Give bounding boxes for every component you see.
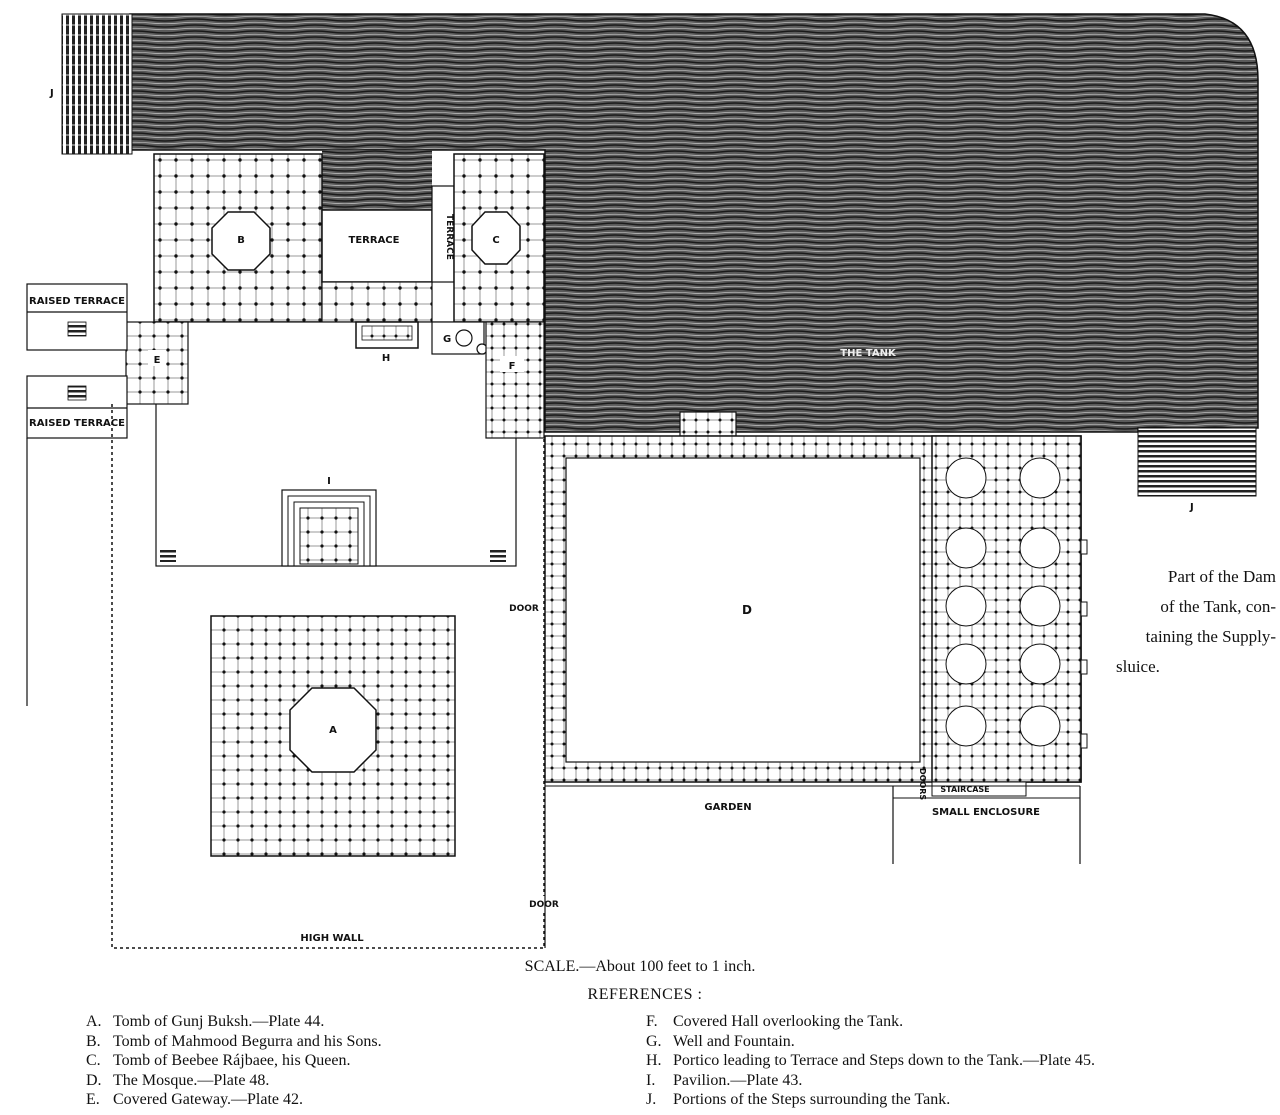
terrace-lower-grid	[321, 281, 433, 323]
dam-note-line-2: of the Tank, con-	[1160, 597, 1276, 616]
mosque-domes	[945, 457, 1061, 747]
label-b: B	[237, 235, 245, 246]
dam-note-line-1: Part of the Dam	[1167, 567, 1276, 586]
ref-e: E.Covered Gateway.—Plate 42.	[86, 1091, 304, 1108]
site-plan: THE TANK J J B TERRACE TERRACE C H G F E…	[26, 13, 1259, 949]
ref-f: F.Covered Hall overlooking the Tank.	[646, 1013, 904, 1030]
tomb-a-chamber	[289, 687, 377, 773]
gateway-e-grid	[125, 321, 189, 405]
ref-d: D.The Mosque.—Plate 48.	[86, 1071, 270, 1089]
label-h: H	[382, 353, 390, 364]
doors-label: DOORS	[918, 768, 927, 800]
raised-terrace-bottom-steps	[67, 385, 87, 401]
mihrab-niches	[1080, 539, 1088, 749]
hall-f-label-bg	[500, 356, 524, 372]
hall-f-grid	[485, 321, 545, 439]
court-steps-left	[160, 550, 176, 562]
well-circle	[455, 329, 473, 347]
dam-note: Part of the Dam of the Tank, con- tainin…	[1098, 562, 1276, 682]
small-enclosure-label: SMALL ENCLOSURE	[932, 807, 1040, 818]
dam-note-line-4: sluice.	[1116, 657, 1160, 676]
ref-b: B.Tomb of Mahmood Begurra and his Sons.	[86, 1032, 382, 1050]
pavilion-grid	[299, 507, 359, 565]
label-g: G	[443, 334, 451, 345]
ref-j: J.Portions of the Steps surrounding the …	[646, 1091, 951, 1108]
terrace-vertical-label: TERRACE	[444, 214, 454, 260]
label-f: F	[509, 361, 516, 372]
scale-caption: SCALE.—About 100 feet to 1 inch.	[524, 958, 756, 975]
steps-j-right	[1137, 427, 1257, 497]
references-right: F.Covered Hall overlooking the Tank. G.W…	[646, 1012, 1095, 1110]
ref-g: G.Well and Fountain.	[646, 1032, 795, 1050]
mosque-colonnade-top	[679, 411, 737, 437]
ref-i: I.Pavilion.—Plate 43.	[646, 1071, 803, 1089]
label-j-top: J	[49, 88, 54, 99]
mosque-courtyard	[565, 457, 921, 763]
ref-c: C.Tomb of Beebee Rájbaee, his Queen.	[86, 1052, 351, 1069]
tomb-c-chamber	[471, 211, 521, 265]
high-wall-outline	[111, 404, 545, 949]
raised-terrace-top-box	[26, 283, 128, 351]
dam-note-line-3: taining the Supply-	[1145, 627, 1276, 646]
raised-terrace-top-label: RAISED TERRACE	[29, 296, 125, 307]
label-a: A	[329, 725, 337, 736]
references-left: A.Tomb of Gunj Buksh.—Plate 44. B.Tomb o…	[86, 1012, 382, 1110]
label-d: D	[742, 603, 752, 617]
court-steps-right	[490, 550, 506, 562]
door-bottom-label: DOOR	[529, 900, 559, 910]
tank-water	[129, 13, 1259, 433]
terrace-label: TERRACE	[349, 235, 400, 246]
portico-h-columns	[361, 325, 413, 341]
ref-a: A.Tomb of Gunj Buksh.—Plate 44.	[86, 1013, 325, 1030]
pavilion-inner	[293, 501, 365, 567]
label-i: I	[327, 476, 331, 487]
door-left-label: DOOR	[509, 604, 539, 614]
terrace-box	[321, 209, 433, 283]
tank-terrace-water	[322, 150, 432, 210]
label-c: C	[492, 235, 499, 246]
label-j-right: J	[1189, 502, 1194, 513]
tank-label: THE TANK	[840, 348, 897, 359]
door-left-bg	[508, 600, 542, 614]
tomb-b-chamber	[211, 211, 271, 271]
raised-terrace-top-steps	[67, 321, 87, 337]
raised-terrace-bottom-label: RAISED TERRACE	[29, 418, 125, 429]
label-e: E	[154, 355, 161, 366]
references-title: REFERENCES :	[587, 986, 703, 1003]
ref-h: H.Portico leading to Terrace and Steps d…	[646, 1052, 1095, 1069]
door-bottom-bg	[528, 896, 560, 910]
steps-j-top	[61, 13, 133, 155]
garden-label: GARDEN	[704, 802, 751, 813]
staircase-label: STAIRCASE	[940, 785, 989, 794]
gateway-e-label-bg	[148, 350, 166, 366]
high-wall-label: HIGH WALL	[300, 933, 364, 944]
